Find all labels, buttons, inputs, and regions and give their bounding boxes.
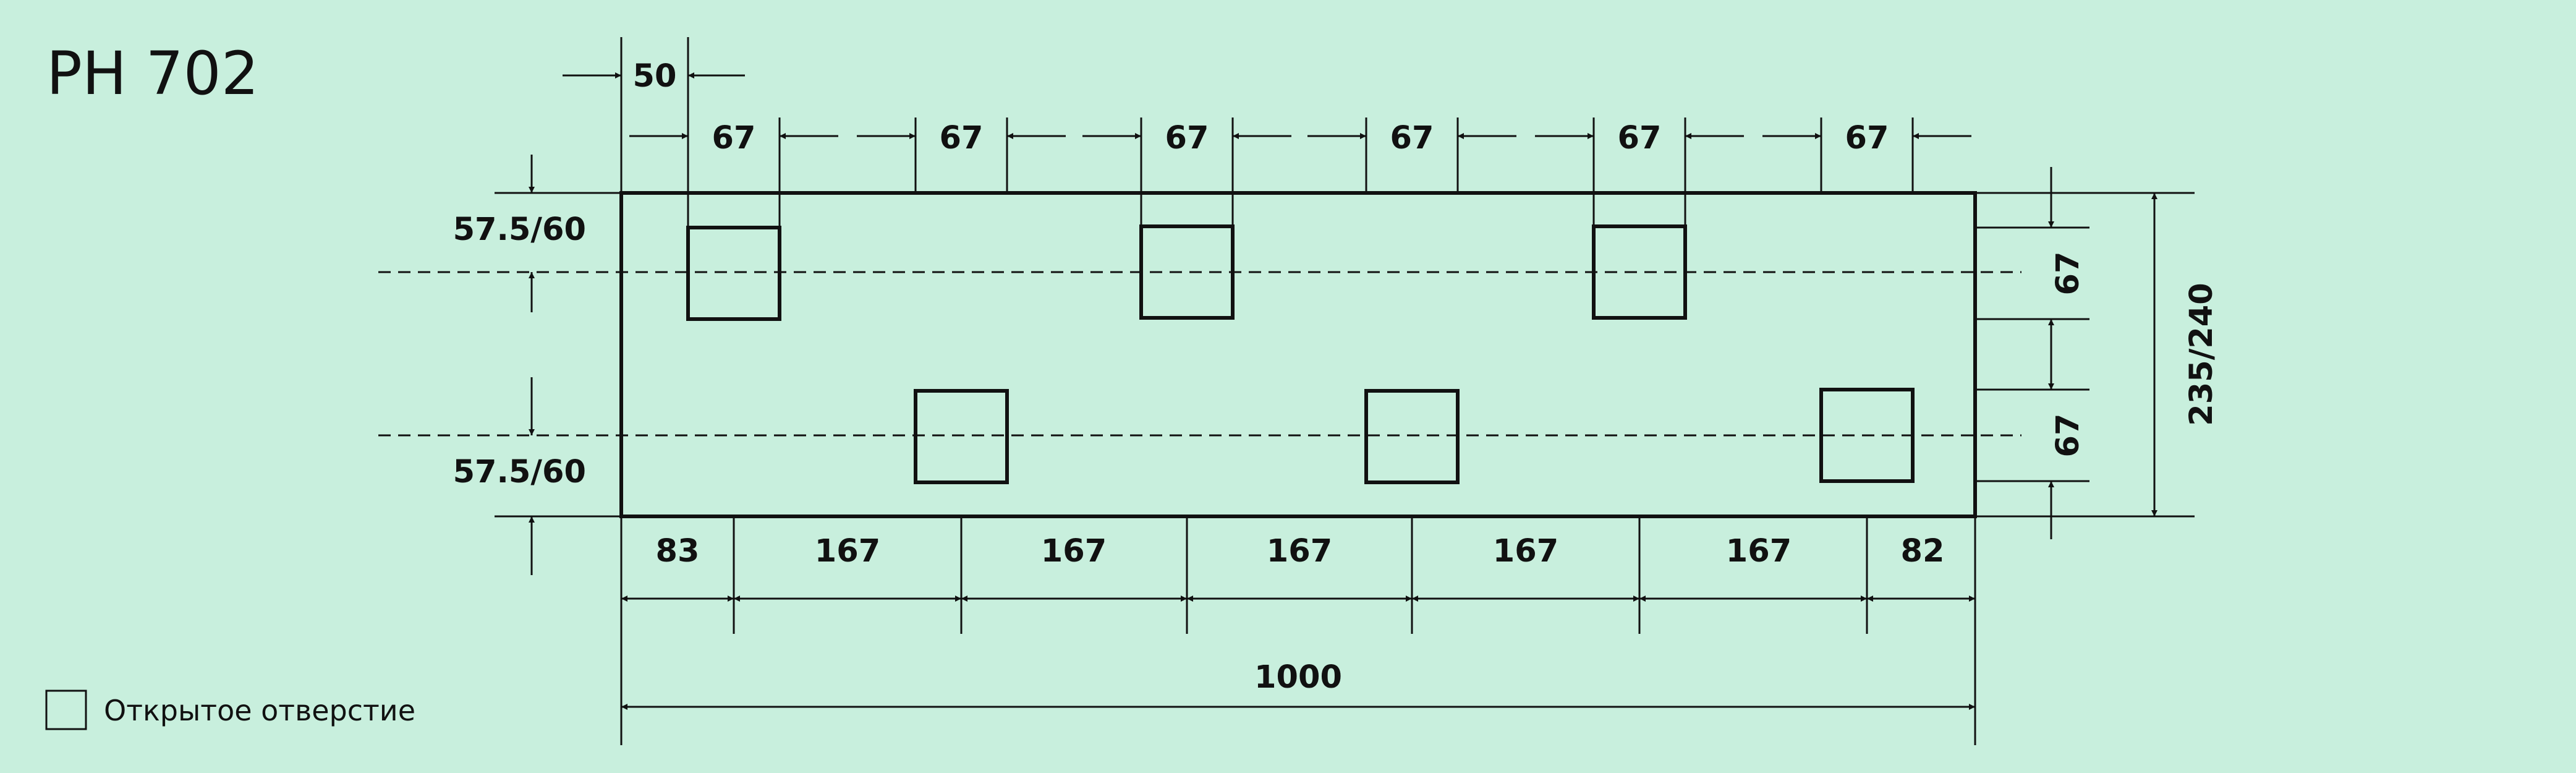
plate-outline <box>619 191 1977 518</box>
dim-right-spacing-2: 67 <box>2050 414 2086 458</box>
dim-left-top-row: 57.5/60 <box>453 155 586 312</box>
dim-top-offset: 50 <box>563 58 745 95</box>
hole-bottom-2 <box>1364 389 1460 484</box>
dim-bottom-total-label: 1000 <box>1254 659 1342 696</box>
hole-top-1 <box>686 226 781 321</box>
legend: Открытое отверстие <box>45 690 415 730</box>
dim-right-total: 235/240 <box>2151 193 2220 516</box>
dim-top-spacing-6: 67 <box>1845 120 1889 156</box>
dim-bottom-segments: 83 167 167 167 167 167 82 <box>621 533 1975 602</box>
dim-right-spacing: 67 67 <box>2048 167 2086 539</box>
dim-bottom-segment-1: 83 <box>656 533 700 570</box>
dim-top-spacing-5: 67 <box>1618 120 1662 156</box>
dim-bottom-total: 1000 <box>621 659 1975 710</box>
dim-left-bottom-row: 57.5/60 <box>453 377 586 575</box>
page-title: PH 702 <box>46 39 259 108</box>
dim-right-spacing-1: 67 <box>2050 252 2086 296</box>
hole-top-2 <box>1139 224 1235 320</box>
left-extension-lines <box>495 192 621 518</box>
dim-bottom-segment-6: 167 <box>1726 533 1792 570</box>
hole-bottom-3 <box>1819 388 1915 483</box>
dim-top-offset-label: 50 <box>633 58 677 95</box>
dim-bottom-segment-3: 167 <box>1041 533 1107 570</box>
top-extension-lines <box>620 37 1914 228</box>
dim-bottom-segment-2: 167 <box>815 533 880 570</box>
dim-bottom-segment-7: 82 <box>1901 533 1945 570</box>
dim-left-top-row-label: 57.5/60 <box>453 211 586 248</box>
dim-right-total-label: 235/240 <box>2183 283 2220 426</box>
dim-bottom-segment-5: 167 <box>1493 533 1558 570</box>
right-extension-lines <box>1975 192 2195 518</box>
dim-bottom-segment-4: 167 <box>1267 533 1332 570</box>
dim-top-spacing-1: 67 <box>712 120 756 156</box>
open-hole-square-icon <box>45 690 87 730</box>
dim-top-spacing-4: 67 <box>1390 120 1434 156</box>
hole-top-3 <box>1592 224 1687 320</box>
dim-top-spacing-3: 67 <box>1165 120 1209 156</box>
dim-top-spacing-2: 67 <box>940 120 984 156</box>
dim-left-bottom-row-label: 57.5/60 <box>453 454 586 490</box>
hole-bottom-1 <box>914 389 1009 484</box>
dim-top-spacing: 67 67 67 67 67 67 <box>629 120 1971 156</box>
legend-label: Открытое отверстие <box>104 694 415 727</box>
